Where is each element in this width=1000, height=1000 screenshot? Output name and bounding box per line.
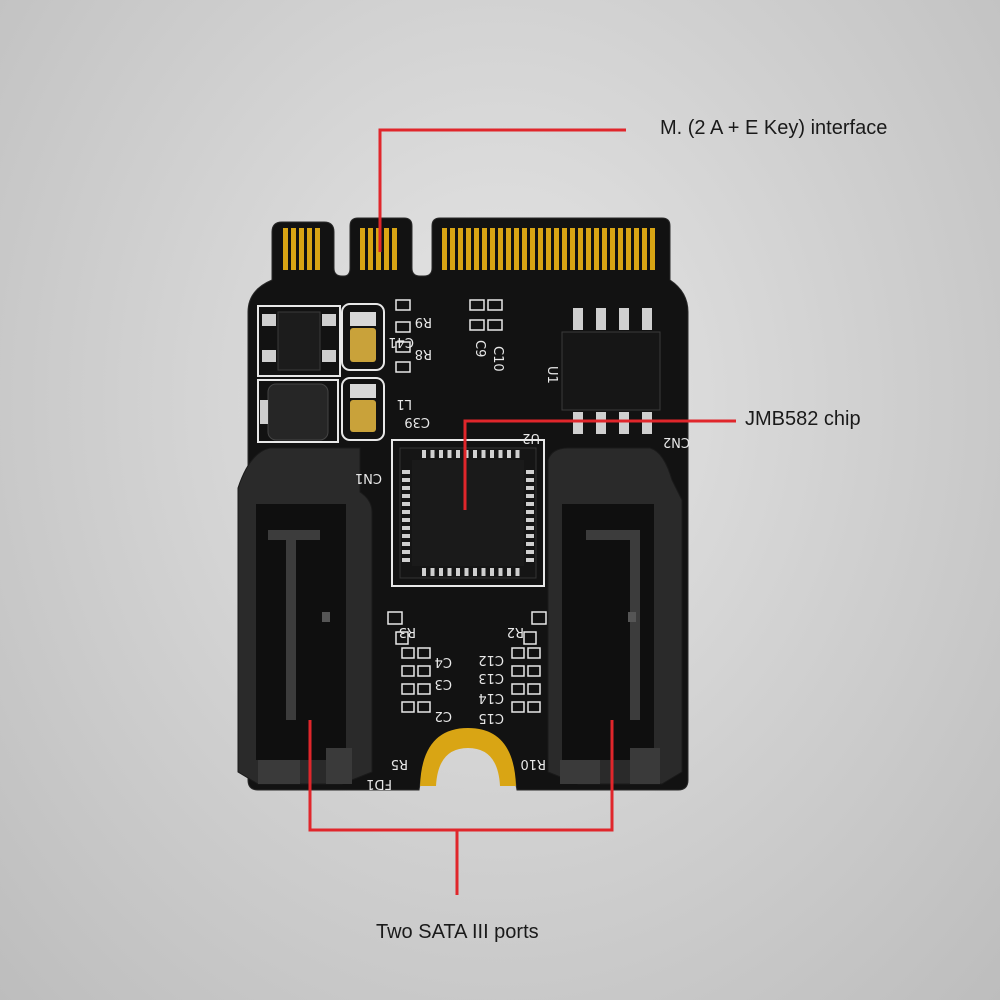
label-c9: C9 [472, 340, 487, 357]
chip-callout-label: JMB582 chip [745, 408, 861, 430]
ports-callout-line [308, 720, 614, 832]
label-cn1: CN1 [355, 470, 382, 485]
label-r3: R3 [399, 624, 416, 639]
callout-lines [308, 128, 736, 895]
sata-port-right [547, 447, 683, 785]
capacitor-outline-top [341, 303, 385, 371]
u1-flash-chip [561, 308, 661, 434]
label-cn2: CN2 [663, 434, 690, 449]
top-left-component-outline [257, 305, 341, 377]
label-c12: C12 [478, 652, 504, 667]
label-c3: C3 [435, 676, 452, 691]
interface-callout-label: M. (2 A + E Key) interface [660, 117, 888, 139]
label-c13: C13 [478, 670, 504, 685]
label-u1: U1 [544, 366, 559, 384]
label-r9: R9 [415, 314, 432, 329]
interface-callout-line [378, 128, 626, 252]
label-u2: U2 [522, 430, 540, 445]
label-c15: C15 [478, 710, 504, 725]
label-r10: R10 [520, 756, 546, 771]
label-c41: C41 [388, 334, 414, 349]
label-c10: C10 [490, 346, 505, 372]
label-c2: C2 [435, 708, 452, 723]
top-left-ic [277, 311, 321, 371]
chip-callout-line [463, 419, 736, 510]
capacitor-outline-bottom [341, 377, 385, 441]
inductor-outline [257, 379, 339, 443]
inductor-l1 [267, 383, 329, 441]
label-c39: C39 [404, 414, 430, 429]
label-l1: L1 [396, 396, 412, 411]
label-fd1: FD1 [366, 776, 392, 791]
label-c4: C4 [435, 654, 452, 669]
silkscreen-labels: R9 R8 C41 C10 C9 L1 C39 U1 U2 CN1 CN2 R3… [355, 314, 690, 791]
ports-callout-label: Two SATA III ports [376, 921, 539, 943]
mounting-notch-pad [420, 728, 516, 786]
sata-port-left [237, 447, 373, 785]
label-r5: R5 [391, 756, 408, 771]
jmb582-chip [391, 439, 545, 587]
label-c14: C14 [478, 690, 504, 705]
capacitor-c39 [350, 400, 376, 432]
label-r8: R8 [415, 346, 432, 361]
capacitor-c41 [350, 328, 376, 362]
label-r2: R2 [507, 624, 524, 639]
small-smd-parts [395, 299, 503, 373]
bottom-smd-parts [387, 611, 547, 713]
